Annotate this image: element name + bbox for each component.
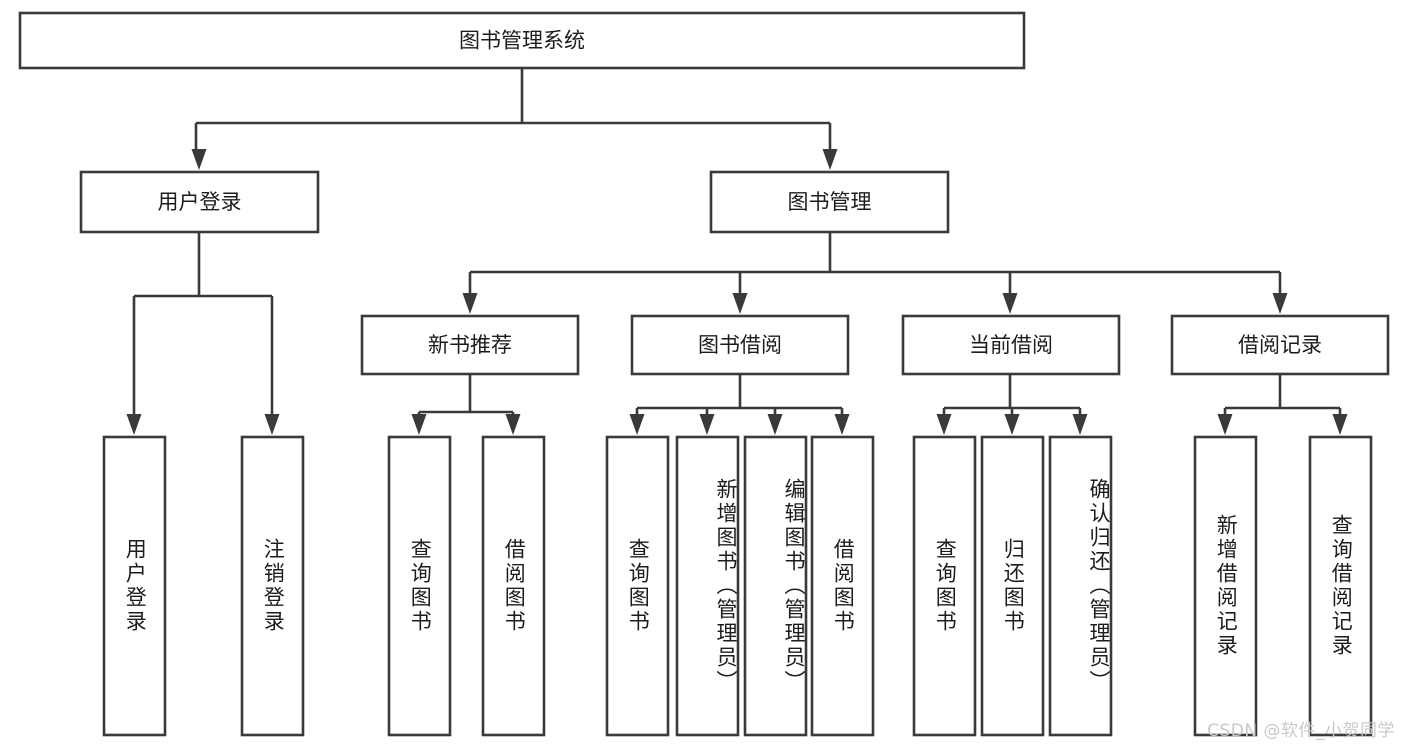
arrow-head-a-leaf-4 bbox=[505, 414, 521, 435]
node-leaf-confirm-return[interactable]: 确认归还（管理员） bbox=[1048, 435, 1113, 737]
arrow-head-a-book-mgmt bbox=[822, 149, 838, 170]
node-box-root bbox=[18, 11, 1026, 70]
node-box-book-borrow bbox=[630, 314, 850, 376]
csdn-watermark: CSDN @软件_小贺同学 bbox=[1207, 721, 1395, 741]
node-box-current-borrow bbox=[901, 314, 1121, 376]
node-box-leaf-add-record bbox=[1193, 435, 1258, 737]
node-leaf-edit-book[interactable]: 编辑图书（管理员） bbox=[743, 435, 808, 737]
arrow-head-a-leaf-5 bbox=[629, 414, 645, 435]
node-leaf-query-book-3[interactable]: 查询图书 bbox=[912, 435, 977, 737]
arrow-head-a-leaf-2 bbox=[264, 414, 280, 435]
node-book-management[interactable]: 图书管理 bbox=[709, 170, 950, 234]
node-box-leaf-add-book bbox=[675, 435, 740, 737]
node-leaf-query-book-1[interactable]: 查询图书 bbox=[387, 435, 452, 737]
connector-c-bookborrow-bus bbox=[635, 374, 844, 415]
connector-c-record-bus bbox=[1223, 374, 1342, 415]
node-box-leaf-query-book-3 bbox=[912, 435, 977, 737]
node-box-leaf-return-book bbox=[980, 435, 1045, 737]
node-leaf-user-login[interactable]: 用户登录 bbox=[102, 435, 167, 737]
arrow-head-a-newbook bbox=[462, 293, 478, 314]
arrow-head-a-user-login bbox=[191, 149, 207, 170]
arrow-head-a-leaf-3 bbox=[411, 414, 427, 435]
node-label-book-management: 图书管理 bbox=[788, 190, 872, 214]
node-label-root: 图书管理系统 bbox=[459, 29, 585, 53]
connector-c-newbook-bus bbox=[417, 374, 515, 415]
node-leaf-borrow-book-2[interactable]: 借阅图书 bbox=[810, 435, 875, 737]
node-new-book-recommend[interactable]: 新书推荐 bbox=[360, 314, 580, 376]
node-leaf-borrow-book-1[interactable]: 借阅图书 bbox=[481, 435, 546, 737]
arrow-head-a-leaf-1 bbox=[126, 414, 142, 435]
node-box-new-book-recommend bbox=[360, 314, 580, 376]
node-box-user-login bbox=[79, 170, 320, 234]
node-leaf-query-record[interactable]: 查询借阅记录 bbox=[1308, 435, 1373, 737]
node-leaf-return-book[interactable]: 归还图书 bbox=[980, 435, 1045, 737]
node-box-leaf-query-record bbox=[1308, 435, 1373, 737]
node-box-leaf-user-login bbox=[102, 435, 167, 737]
node-leaf-query-book-2[interactable]: 查询图书 bbox=[605, 435, 670, 737]
arrow-head-a-leaf-6 bbox=[699, 414, 715, 435]
node-label-user-login: 用户登录 bbox=[158, 190, 242, 214]
node-borrow-record[interactable]: 借阅记录 bbox=[1170, 314, 1390, 376]
node-box-leaf-confirm-return bbox=[1048, 435, 1113, 737]
node-box-leaf-query-book-1 bbox=[387, 435, 452, 737]
node-box-leaf-query-book-2 bbox=[605, 435, 670, 737]
node-current-borrow[interactable]: 当前借阅 bbox=[901, 314, 1121, 376]
node-box-borrow-record bbox=[1170, 314, 1390, 376]
node-book-borrow[interactable]: 图书借阅 bbox=[630, 314, 850, 376]
node-label-borrow-record: 借阅记录 bbox=[1238, 333, 1322, 357]
node-label-current-borrow: 当前借阅 bbox=[969, 333, 1053, 357]
node-leaf-user-logout[interactable]: 注销登录 bbox=[240, 435, 305, 737]
arrow-heads bbox=[126, 149, 1348, 435]
arrow-head-a-leaf-11 bbox=[1072, 414, 1088, 435]
node-label-new-book-recommend: 新书推荐 bbox=[428, 333, 512, 357]
connector-c-bookmgmt-bus bbox=[468, 232, 1282, 294]
connector-c-root-bus bbox=[194, 68, 832, 150]
node-label-book-borrow: 图书借阅 bbox=[698, 333, 782, 357]
arrow-head-a-leaf-10 bbox=[1004, 414, 1020, 435]
arrow-head-a-leaf-8 bbox=[834, 414, 850, 435]
diagram-nodes: 图书管理系统用户登录图书管理新书推荐图书借阅当前借阅借阅记录用户登录注销登录查询… bbox=[18, 11, 1390, 737]
arrow-head-a-leaf-9 bbox=[936, 414, 952, 435]
node-box-book-management bbox=[709, 170, 950, 234]
arrow-head-a-leaf-12 bbox=[1217, 414, 1233, 435]
arrow-head-a-leaf-13 bbox=[1332, 414, 1348, 435]
node-box-leaf-borrow-book-2 bbox=[810, 435, 875, 737]
connector-c-curborrow-bus bbox=[942, 374, 1082, 415]
connector-c-user-bus bbox=[132, 232, 274, 415]
arrow-head-a-bookborrow bbox=[732, 293, 748, 314]
node-user-login[interactable]: 用户登录 bbox=[79, 170, 320, 234]
arrow-head-a-leaf-7 bbox=[767, 414, 783, 435]
node-box-leaf-user-logout bbox=[240, 435, 305, 737]
node-leaf-add-record[interactable]: 新增借阅记录 bbox=[1193, 435, 1258, 737]
node-root[interactable]: 图书管理系统 bbox=[18, 11, 1026, 70]
arrow-head-a-record bbox=[1272, 293, 1288, 314]
connector-lines bbox=[132, 68, 1342, 415]
node-box-leaf-borrow-book-1 bbox=[481, 435, 546, 737]
arrow-head-a-curborrow bbox=[1002, 293, 1018, 314]
node-leaf-add-book[interactable]: 新增图书（管理员） bbox=[675, 435, 740, 737]
node-box-leaf-edit-book bbox=[743, 435, 808, 737]
